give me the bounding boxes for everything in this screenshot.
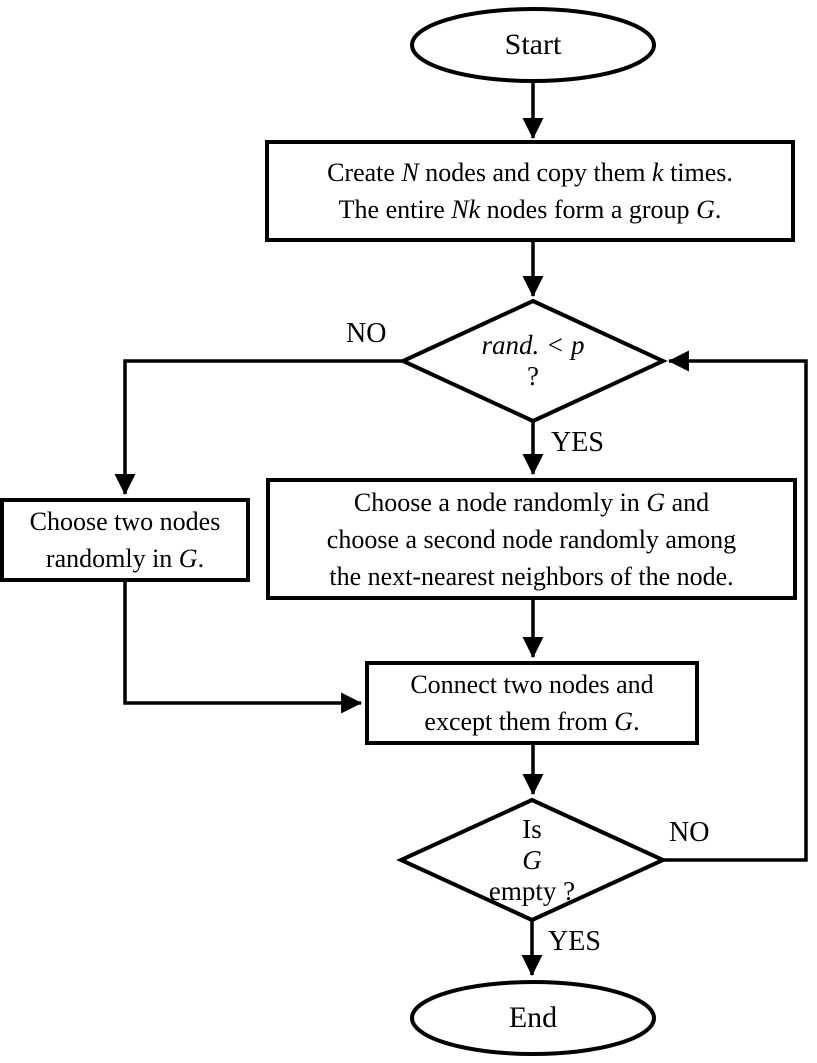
choose-node-neighbors-label: Choose a node randomly in G and choose a… <box>268 480 795 598</box>
choose-two-nodes-line-2: randomly in G. <box>45 544 205 573</box>
choose-two-nodes-label: Choose two nodes randomly in G. <box>2 500 248 580</box>
create-nodes-label: Create N nodes and copy them k times. Th… <box>267 142 793 240</box>
connect-nodes-label: Connect two nodes and except them from G… <box>367 663 697 743</box>
choose-node-neighbors-line-3: the next-nearest neighbors of the node. <box>329 561 734 591</box>
rand-decision-diamond-shape <box>398 298 668 424</box>
choose-node-neighbors-line-1: Choose a node randomly in G and <box>353 487 710 517</box>
edge-empty-no-loop-to-rand-decision <box>663 350 808 862</box>
rand-decision-label: rand. < p ? <box>481 330 585 391</box>
start-terminator-shape <box>410 7 656 83</box>
end-label: End <box>508 1001 558 1034</box>
end-terminator-shape <box>410 980 656 1056</box>
choose-node-neighbors-process-shape <box>266 478 797 600</box>
connect-nodes-process-shape <box>365 661 699 745</box>
create-nodes-line-1: Create N nodes and copy them k times. <box>327 158 733 187</box>
empty-decision-diamond-shape <box>396 797 668 923</box>
empty-no-branch-label: NO <box>669 817 710 848</box>
rand-no-branch-label: NO <box>346 318 387 349</box>
edge-choose-two-to-connect <box>123 580 363 714</box>
choose-two-nodes-line-1: Choose two nodes <box>29 507 221 536</box>
start-label: Start <box>504 28 562 61</box>
rand-yes-branch-label: YES <box>551 427 604 458</box>
empty-yes-branch-label: YES <box>548 926 601 957</box>
choose-two-nodes-process-shape <box>0 498 250 582</box>
create-nodes-line-2: The entire Nk nodes form a group G. <box>338 195 722 224</box>
connect-nodes-line-1: Connect two nodes and <box>410 670 654 699</box>
empty-decision-label: Is G empty ? <box>488 813 576 906</box>
create-nodes-process-shape <box>265 140 795 242</box>
connect-nodes-line-2: except them from G. <box>424 707 640 736</box>
edge-rand-no-to-choose-two <box>114 359 403 496</box>
choose-node-neighbors-line-2: choose a second node randomly among <box>326 524 737 554</box>
